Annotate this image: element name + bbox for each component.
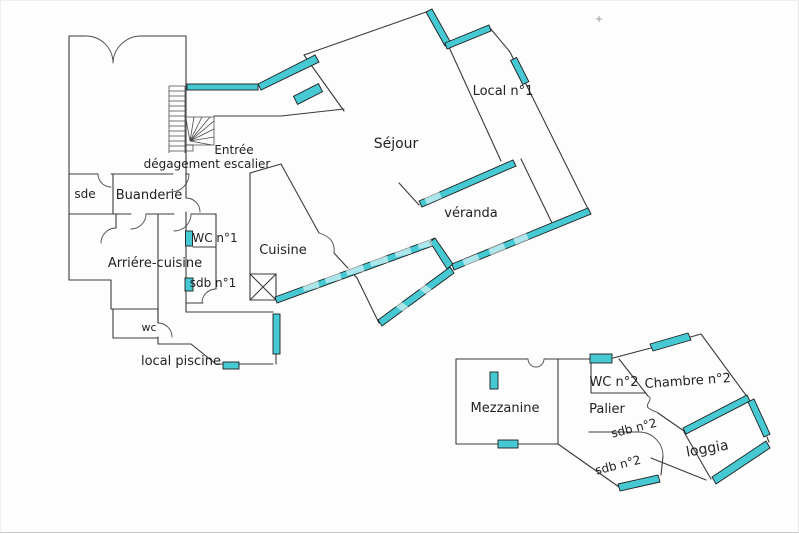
window-segment <box>418 159 517 208</box>
window-segment <box>682 394 751 435</box>
sde-door-arc <box>97 173 112 188</box>
label-sdb2-left: sdb n°2 <box>594 453 643 478</box>
sdb1-door-arc <box>201 288 217 304</box>
double-door-arc <box>85 35 142 64</box>
door-arc <box>130 213 147 230</box>
wc-door-arc <box>157 322 173 338</box>
window-segment <box>649 332 692 352</box>
window-segment <box>222 361 240 370</box>
window-segment <box>497 439 519 449</box>
window-segment <box>509 56 530 86</box>
mezzanine-door-arc <box>527 358 545 368</box>
label-degagement-escalier: dégagement escalier <box>144 157 271 171</box>
plus-mark <box>596 16 602 22</box>
label-palier: Palier <box>589 402 625 417</box>
glazing-segments <box>184 8 592 370</box>
label-loggia: loggia <box>685 437 730 460</box>
label-sdb2-right: sdb n°2 <box>610 416 659 441</box>
window-segment <box>747 398 771 438</box>
buanderie-side-door-arc <box>185 197 201 213</box>
label-mezzanine: Mezzanine <box>471 401 540 416</box>
label-sde: sde <box>74 187 95 201</box>
cuisine-door-arc <box>318 232 335 254</box>
label-local1: Local n°1 <box>473 84 534 99</box>
door-arc <box>173 213 192 232</box>
label-local-piscine: local piscine <box>141 354 221 369</box>
label-cuisine: Cuisine <box>259 243 307 258</box>
label-wc: wc <box>141 321 156 334</box>
room-labels: Entrée dégagement escalier sde Buanderie… <box>74 84 731 478</box>
buanderie-door-arc <box>170 173 190 193</box>
label-arriere-cuisine: Arriére-cuisine <box>108 256 202 271</box>
door-arc <box>100 227 117 244</box>
window-segment <box>272 313 281 355</box>
spiral-stair <box>185 116 215 152</box>
cuisine-walls <box>213 108 380 324</box>
left-wing-walls <box>68 35 277 365</box>
window-segment <box>489 371 499 390</box>
label-wc2: WC n°2 <box>589 375 638 390</box>
window-segment <box>292 83 324 105</box>
palier-door-arc <box>638 431 664 457</box>
label-veranda: véranda <box>444 206 497 221</box>
window-segment <box>617 474 661 492</box>
label-sdb1: sdb n°1 <box>190 276 237 290</box>
label-wc1: WC n°1 <box>192 231 237 245</box>
label-chambre2: Chambre n°2 <box>644 371 731 392</box>
crossed-square <box>249 273 277 301</box>
window-segment <box>589 353 613 364</box>
watermark <box>302 191 529 314</box>
label-buanderie: Buanderie <box>116 188 183 203</box>
window-segment <box>429 237 454 270</box>
window-segment <box>711 440 771 485</box>
staircase <box>168 85 186 153</box>
window-segment <box>377 266 455 327</box>
upper-floor-walls <box>455 333 770 488</box>
chambre-door-jog <box>646 395 659 414</box>
window-segment <box>444 24 492 50</box>
window-segment <box>257 54 320 91</box>
label-sejour: Séjour <box>374 136 419 152</box>
window-segment <box>184 277 194 292</box>
window-segment <box>185 230 193 247</box>
window-segment <box>186 83 259 91</box>
window-segment <box>425 8 452 47</box>
upper-floor-glazing <box>489 332 771 492</box>
label-entree: Entrée <box>214 143 253 157</box>
